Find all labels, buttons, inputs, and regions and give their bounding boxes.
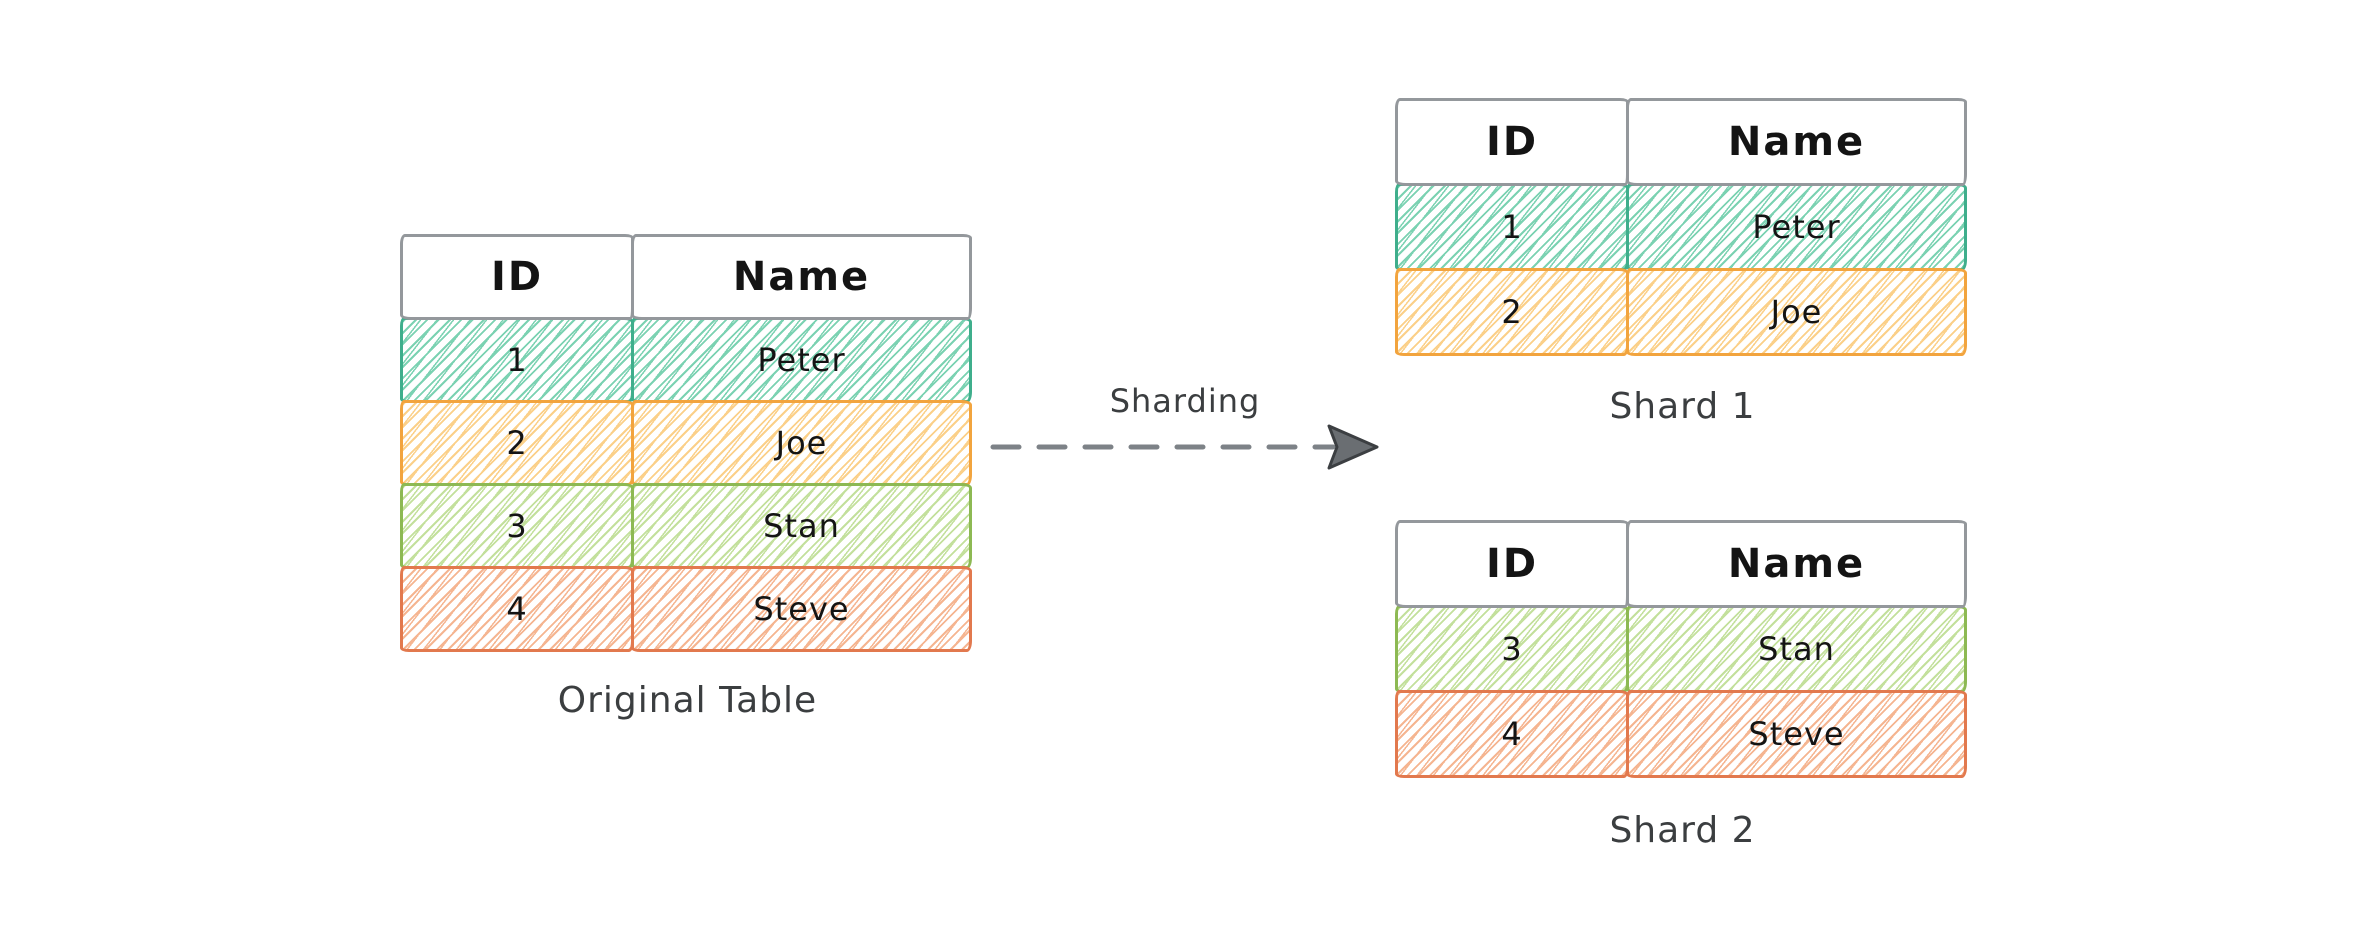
cell-name: Joe xyxy=(1626,268,1967,356)
arrow-head-icon xyxy=(1327,424,1379,470)
cell-name: Steve xyxy=(631,566,972,652)
header-cell-id: ID xyxy=(400,234,634,320)
header-cell-id: ID xyxy=(1395,520,1629,608)
cell-id: 1 xyxy=(400,317,634,403)
cell-id: 2 xyxy=(400,400,634,486)
header-cell-name: Name xyxy=(1626,98,1967,186)
cell-name: Stan xyxy=(631,483,972,569)
table-row: 1 Peter xyxy=(1395,183,1967,271)
shard1-table: ID Name 1 Peter 2 Joe xyxy=(1395,98,1967,356)
table-row: 3 Stan xyxy=(400,483,972,569)
table-row: 4 Steve xyxy=(1395,690,1967,778)
cell-name: Steve xyxy=(1626,690,1967,778)
cell-id: 2 xyxy=(1395,268,1629,356)
cell-id: 3 xyxy=(1395,605,1629,693)
table-caption: Shard 2 xyxy=(1609,810,1756,851)
header-cell-name: Name xyxy=(1626,520,1967,608)
sharding-arrow xyxy=(990,424,1379,470)
table-row: 1 Peter xyxy=(400,317,972,403)
cell-id: 4 xyxy=(400,566,634,652)
table-caption: Original Table xyxy=(557,680,818,721)
table-caption: Shard 1 xyxy=(1609,386,1756,427)
cell-name: Peter xyxy=(631,317,972,403)
cell-name: Joe xyxy=(631,400,972,486)
cell-name: Stan xyxy=(1626,605,1967,693)
shard2-table: ID Name 3 Stan 4 Steve xyxy=(1395,520,1967,778)
cell-id: 3 xyxy=(400,483,634,569)
cell-id: 4 xyxy=(1395,690,1629,778)
table-header-row: ID Name xyxy=(400,234,972,320)
header-cell-name: Name xyxy=(631,234,972,320)
arrow-label: Sharding xyxy=(1109,382,1261,420)
table-row: 4 Steve xyxy=(400,566,972,652)
table-row: 2 Joe xyxy=(1395,268,1967,356)
table-row: 3 Stan xyxy=(1395,605,1967,693)
table-header-row: ID Name xyxy=(1395,520,1967,608)
header-cell-id: ID xyxy=(1395,98,1629,186)
original-table: ID Name 1 Peter 2 Joe 3 Stan 4 Steve xyxy=(400,234,972,652)
table-header-row: ID Name xyxy=(1395,98,1967,186)
cell-id: 1 xyxy=(1395,183,1629,271)
table-row: 2 Joe xyxy=(400,400,972,486)
cell-name: Peter xyxy=(1626,183,1967,271)
